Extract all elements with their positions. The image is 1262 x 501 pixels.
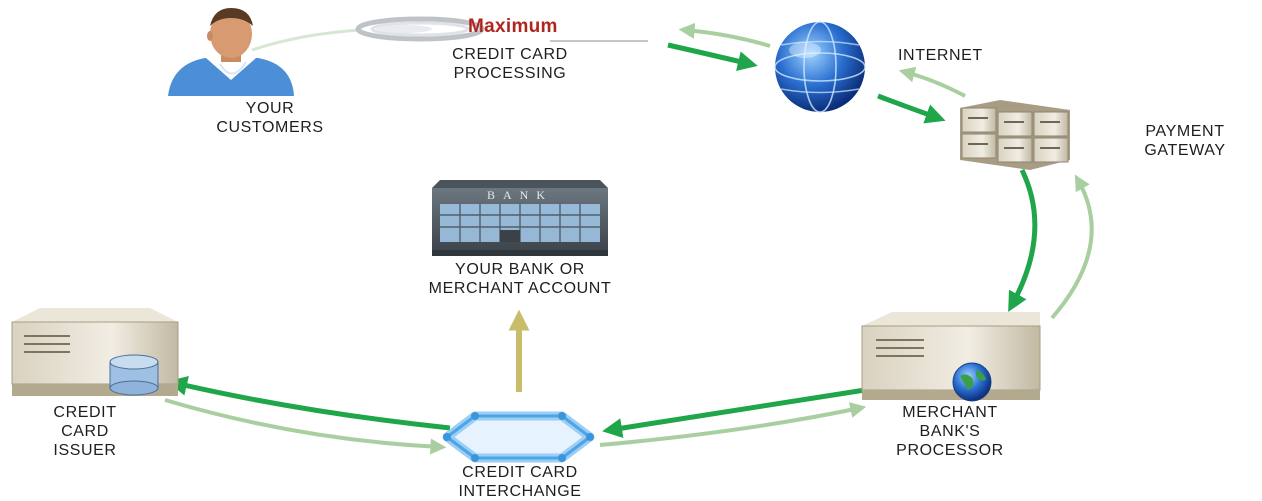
- issuer-label-line-3: ISSUER: [53, 442, 117, 459]
- flow-arrow-internet-to-processing: [678, 22, 771, 48]
- bank-sign-label: BANK: [487, 188, 553, 202]
- bank-building-icon: BANK: [432, 180, 608, 256]
- flow-arrow-issuer-to-interchange: [164, 398, 447, 455]
- flow-arrow-interchange-to-issuer: [167, 375, 451, 431]
- processor-label-line-2: BANK'S: [919, 423, 981, 440]
- flow-arrow-processor-to-interchange: [602, 387, 866, 439]
- bank-label: YOUR BANK OR MERCHANT ACCOUNT: [320, 260, 720, 298]
- server-stack-icon: [960, 100, 1070, 170]
- customers-label: YOUR CUSTOMERS: [180, 99, 360, 137]
- bank-label-line-2: MERCHANT ACCOUNT: [428, 280, 612, 297]
- flow-arrow-processing-to-internet: [667, 42, 758, 71]
- bank-label-line-1: YOUR BANK OR: [455, 261, 585, 278]
- processing-label: CREDIT CARD PROCESSING: [400, 45, 620, 83]
- server-with-globe-icon: [861, 312, 1041, 402]
- flow-arrow-gateway-to-processor: [1008, 168, 1038, 313]
- interchange-label-line-1: CREDIT CARD: [462, 464, 578, 481]
- internet-label-line-1: INTERNET: [898, 47, 983, 64]
- brand-logo-text: Maximum: [468, 16, 558, 37]
- interchange-label: CREDIT CARD INTERCHANGE: [380, 463, 660, 501]
- internet-label: INTERNET: [898, 46, 1068, 65]
- processing-label-line-1: CREDIT CARD: [452, 46, 568, 63]
- issuer-label-line-2: CARD: [61, 423, 109, 440]
- flow-arrow-interchange-to-processor: [599, 402, 867, 447]
- processing-label-line-2: PROCESSING: [453, 65, 567, 82]
- issuer-label-line-1: CREDIT: [53, 404, 117, 421]
- customers-label-line-1: YOUR: [245, 100, 295, 117]
- logo-swoosh-icon: [355, 16, 648, 42]
- processor-label-line-1: MERCHANT: [902, 404, 998, 421]
- gateway-label: PAYMENT GATEWAY: [1110, 122, 1260, 160]
- interchange-label-line-2: INTERCHANGE: [458, 483, 582, 500]
- flow-arrow-gateway-to-internet: [898, 66, 966, 98]
- customers-label-line-2: CUSTOMERS: [216, 119, 324, 136]
- flow-link-customers-to-processing: [251, 28, 361, 52]
- server-with-database-icon: [11, 308, 179, 396]
- globe-icon: [774, 21, 866, 113]
- processor-label-line-3: PROCESSOR: [896, 442, 1004, 459]
- hexagon-network-icon: [442, 411, 595, 463]
- processor-label: MERCHANT BANK'S PROCESSOR: [850, 403, 1050, 460]
- gateway-label-line-2: GATEWAY: [1144, 142, 1226, 159]
- issuer-label: CREDIT CARD ISSUER: [20, 403, 150, 460]
- gateway-label-line-1: PAYMENT: [1145, 123, 1225, 140]
- person-icon: [168, 8, 294, 96]
- flow-arrow-processor-to-gateway: [1050, 174, 1094, 320]
- flow-arrow-internet-to-gateway: [877, 93, 946, 124]
